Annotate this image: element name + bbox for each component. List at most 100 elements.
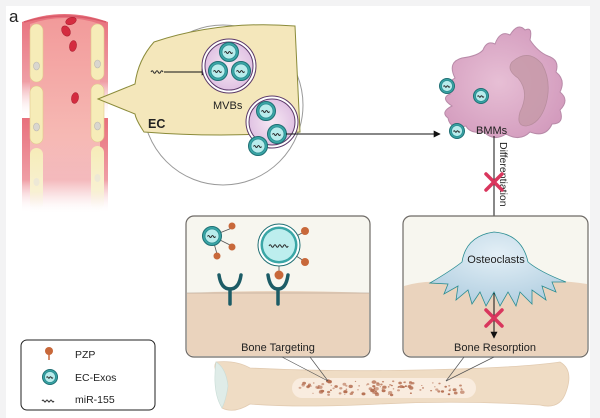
mirna-icon bbox=[41, 399, 55, 403]
exosome bbox=[219, 42, 239, 62]
trabecula-dot bbox=[374, 387, 379, 391]
trabecula-dot bbox=[309, 385, 312, 387]
trabecula-dot bbox=[444, 385, 448, 388]
trabecula-dot bbox=[392, 380, 395, 383]
trabecula-dot bbox=[449, 388, 452, 390]
trabecula-dot bbox=[435, 388, 439, 391]
trabecula-dot bbox=[381, 380, 385, 383]
trabecula-dot bbox=[438, 382, 441, 385]
trabecula-dot bbox=[366, 384, 368, 386]
exosome bbox=[449, 123, 465, 139]
trabecula-dot bbox=[329, 389, 332, 392]
bmms-label: BMMs bbox=[476, 125, 508, 137]
trabecula-dot bbox=[398, 381, 402, 385]
trabecula-dot bbox=[397, 386, 400, 388]
trabecula-dot bbox=[374, 390, 377, 393]
osteoclasts-label: Osteoclasts bbox=[467, 254, 525, 266]
trabecula-dot bbox=[371, 380, 377, 384]
exosome-with-pzp-large bbox=[257, 223, 309, 280]
trabecula-dot bbox=[387, 393, 390, 395]
trabecula-dot bbox=[327, 390, 331, 394]
trabecula-dot bbox=[404, 385, 407, 388]
trabecula-dot bbox=[334, 385, 338, 388]
endothelial-cells-right bbox=[90, 23, 105, 210]
trabecula-dot bbox=[321, 383, 325, 386]
trabecula-dot bbox=[419, 389, 422, 391]
trabecula-dot bbox=[392, 388, 395, 390]
trabecula-dot bbox=[440, 390, 445, 393]
vessel-lumen bbox=[30, 18, 100, 215]
trabecula-dot bbox=[379, 386, 381, 388]
trabecula-dot bbox=[374, 392, 377, 395]
trabecula-dot bbox=[422, 387, 424, 389]
legend: PZP EC-Exos miR-155 bbox=[20, 339, 156, 411]
exosome bbox=[208, 61, 228, 81]
trabecula-dot bbox=[344, 393, 346, 395]
trabecula-dot bbox=[351, 391, 354, 394]
mvb-1 bbox=[201, 38, 257, 94]
trabecula-dot bbox=[302, 381, 306, 385]
trabecula-dot bbox=[358, 385, 360, 387]
trabecula-dot bbox=[389, 384, 392, 386]
trabecula-dot bbox=[448, 389, 451, 392]
trabecula-dot bbox=[437, 390, 441, 393]
trabecula-dot bbox=[391, 384, 393, 387]
trabecula-dot bbox=[308, 383, 311, 386]
trabecula-dot bbox=[387, 386, 390, 388]
inhibit-x-icon bbox=[484, 308, 504, 328]
trabecula-dot bbox=[382, 385, 387, 389]
trabecula-dot bbox=[447, 393, 451, 396]
ec-label: EC bbox=[148, 117, 165, 131]
red-blood-cells bbox=[61, 16, 79, 104]
trabecula-dot bbox=[409, 392, 412, 395]
trabecula-dot bbox=[453, 391, 458, 395]
trabecula-dot bbox=[327, 393, 330, 396]
trabecula-dot bbox=[318, 385, 320, 387]
trabecula-dot bbox=[408, 381, 413, 385]
osteoclast-cell bbox=[428, 231, 567, 308]
bone-surface bbox=[187, 291, 369, 356]
trabecula-dot bbox=[315, 385, 320, 389]
trabecula-dot bbox=[366, 383, 370, 386]
ec-zoom-callout: EC MVBs bbox=[96, 24, 304, 186]
exosome bbox=[473, 88, 489, 104]
receptor-icon bbox=[217, 273, 243, 306]
trabecula-dot bbox=[381, 389, 386, 393]
receptor-icon bbox=[266, 273, 290, 306]
trabecula-dot bbox=[342, 382, 347, 386]
trabecula-dot bbox=[332, 387, 335, 390]
bone-resorption-label: Bone Resorption bbox=[454, 342, 536, 354]
trabecula-dot bbox=[339, 387, 343, 390]
mvbs-label: MVBs bbox=[213, 100, 243, 112]
bmm-nucleus bbox=[509, 55, 549, 127]
trabecula-dot bbox=[361, 392, 366, 396]
trabecula-dot bbox=[452, 388, 457, 392]
trabecula-dot bbox=[430, 390, 433, 392]
trabecula-dot bbox=[389, 393, 394, 397]
trabecula-dot bbox=[338, 392, 342, 395]
trabecula-dot bbox=[460, 388, 463, 391]
trabecula-dot bbox=[301, 383, 304, 385]
trabecula-dot bbox=[370, 389, 374, 393]
trabecula-dot bbox=[407, 385, 412, 388]
mvb-2 bbox=[245, 95, 299, 149]
trabecula-dot bbox=[345, 388, 348, 390]
trabecula-dot bbox=[397, 389, 400, 392]
inhibit-x-icon bbox=[484, 172, 504, 192]
trabecula-dot bbox=[460, 390, 465, 394]
trabecula-dot bbox=[380, 383, 383, 386]
trabecula-dot bbox=[320, 389, 325, 393]
trabecula-dot bbox=[298, 386, 302, 389]
pzp-icon bbox=[45, 347, 53, 360]
exosome bbox=[267, 124, 287, 144]
vessel-top-rim bbox=[23, 15, 107, 23]
exosome-with-pzp-small bbox=[202, 222, 236, 260]
trabecular-bone bbox=[298, 379, 465, 397]
trabecula-dot bbox=[348, 384, 353, 389]
trabecula-dot bbox=[376, 383, 381, 386]
trabecula-dot bbox=[381, 388, 384, 390]
exosome bbox=[256, 101, 276, 121]
exosome bbox=[439, 78, 455, 94]
